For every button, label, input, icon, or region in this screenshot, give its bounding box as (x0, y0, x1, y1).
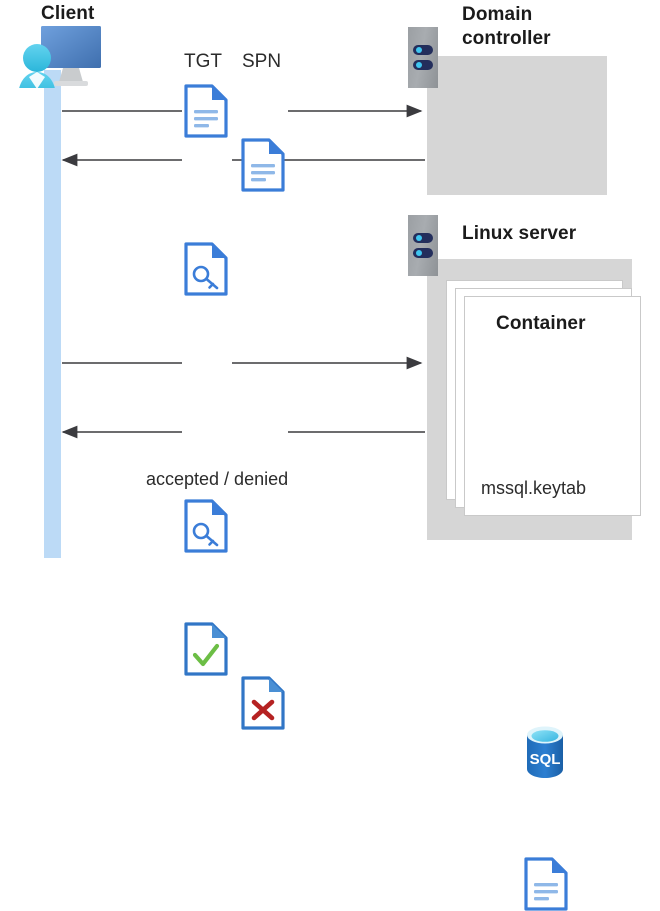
accepted-check-document-icon (184, 622, 660, 676)
container-card-front (464, 296, 641, 516)
domain-controller-server-rack-icon (408, 27, 438, 88)
accepted-denied-label: accepted / denied (146, 469, 289, 489)
tgt-document-icon (184, 84, 660, 138)
spn-document-icon (241, 138, 660, 192)
domain-controller-panel (427, 56, 607, 195)
keytab-filename-label: mssql.keytab (481, 478, 587, 498)
spn-label: SPN (242, 51, 282, 72)
kerberos-sequence-diagram: Client (18, 3, 660, 911)
rack-bar (413, 233, 433, 243)
sql-database-icon: SQL (519, 724, 660, 785)
tgt-label: TGT (184, 51, 222, 72)
linux-server-rack-icon (408, 215, 438, 276)
linux-server-title: Linux server (462, 223, 577, 244)
rack-led-icon (416, 47, 422, 53)
rack-led-icon (416, 250, 422, 256)
rack-led-icon (416, 235, 422, 241)
client-title: Client (41, 3, 95, 24)
request-ticket-key-document-icon (184, 499, 660, 553)
keytab-document-icon (524, 857, 660, 911)
rack-led-icon (416, 62, 422, 68)
denied-x-document-icon (241, 676, 660, 730)
service-ticket-key-document-icon (184, 242, 660, 296)
client-lifeline (44, 70, 61, 558)
domain-controller-title: Domain controller (462, 4, 551, 49)
container-title: Container (496, 313, 586, 334)
flow-arrows (61, 104, 425, 439)
rack-bar (413, 60, 433, 70)
rack-bar (413, 248, 433, 258)
svg-text:SQL: SQL (530, 751, 561, 768)
rack-bar (413, 45, 433, 55)
